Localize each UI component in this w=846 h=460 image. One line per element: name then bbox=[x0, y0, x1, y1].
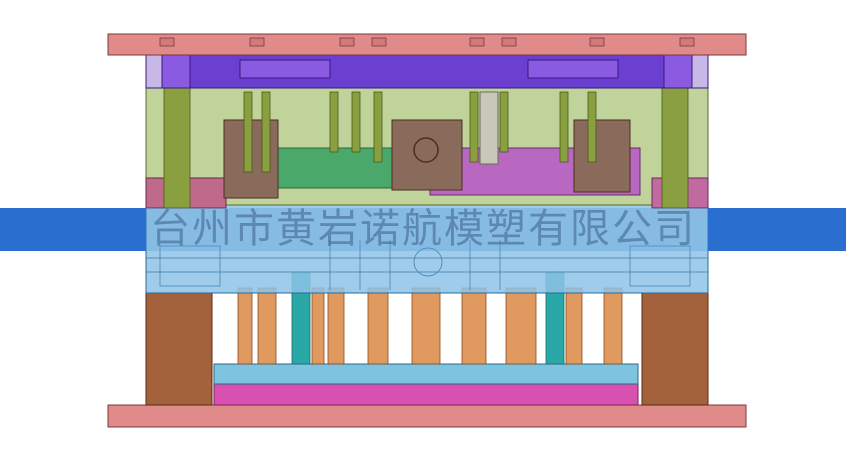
ejector-pin bbox=[311, 287, 325, 365]
guide-pin bbox=[499, 91, 509, 153]
guide-pin bbox=[351, 91, 361, 153]
ejector-pin bbox=[461, 287, 487, 365]
ejector-pins bbox=[237, 287, 623, 365]
top-clamp-bolts bbox=[159, 37, 695, 47]
hot-runner-support-right bbox=[663, 54, 695, 89]
manifold-left bbox=[239, 59, 331, 79]
core-block-right bbox=[573, 119, 631, 193]
bolt bbox=[371, 37, 387, 47]
guide-pin bbox=[163, 87, 191, 209]
banner-band-left bbox=[0, 208, 146, 251]
b-plate-details bbox=[146, 240, 708, 290]
spacer-block-right bbox=[641, 292, 709, 406]
core-block-center bbox=[391, 119, 463, 191]
banner-band-center bbox=[146, 208, 708, 251]
guide-pin bbox=[587, 91, 597, 163]
guide-pins bbox=[163, 87, 689, 209]
guide-pin bbox=[329, 91, 339, 153]
guide-pin bbox=[373, 91, 383, 163]
nozzle-column bbox=[479, 91, 499, 165]
ejector-pin bbox=[327, 287, 345, 365]
manifold-right bbox=[527, 59, 619, 79]
hot-runner-support-left bbox=[159, 54, 191, 89]
bolt bbox=[159, 37, 175, 47]
ejector-pin bbox=[603, 287, 623, 365]
ejector-pin bbox=[367, 287, 389, 365]
banner-band-right bbox=[708, 208, 846, 251]
bolt bbox=[469, 37, 485, 47]
b-plate bbox=[145, 204, 709, 294]
ejector-pin bbox=[411, 287, 441, 365]
bolt bbox=[589, 37, 605, 47]
ejector-pin bbox=[565, 287, 583, 365]
hot-runner-end-cap-left bbox=[145, 54, 163, 89]
guide-pin bbox=[559, 91, 569, 163]
ejector-pin bbox=[505, 287, 537, 365]
bolt bbox=[249, 37, 265, 47]
ejector-retainer-plate bbox=[213, 363, 639, 385]
top-clamp-plate bbox=[107, 33, 747, 56]
sprue-bushing-ring bbox=[413, 137, 439, 163]
ejector-pin bbox=[237, 287, 253, 365]
ejector-pin bbox=[257, 287, 277, 365]
bolt bbox=[501, 37, 517, 47]
guide-pin bbox=[243, 91, 253, 173]
guide-pin bbox=[469, 91, 479, 163]
bolt bbox=[339, 37, 355, 47]
ejector-plate bbox=[213, 383, 639, 406]
support-pillars bbox=[291, 271, 565, 365]
bolt bbox=[679, 37, 695, 47]
guide-pin bbox=[661, 87, 689, 209]
hot-runner-end-cap-right bbox=[691, 54, 709, 89]
bottom-clamp-plate bbox=[107, 404, 747, 428]
spacer-block-left bbox=[145, 292, 213, 406]
hot-runner-plate bbox=[145, 54, 709, 89]
guide-pin bbox=[261, 91, 271, 173]
